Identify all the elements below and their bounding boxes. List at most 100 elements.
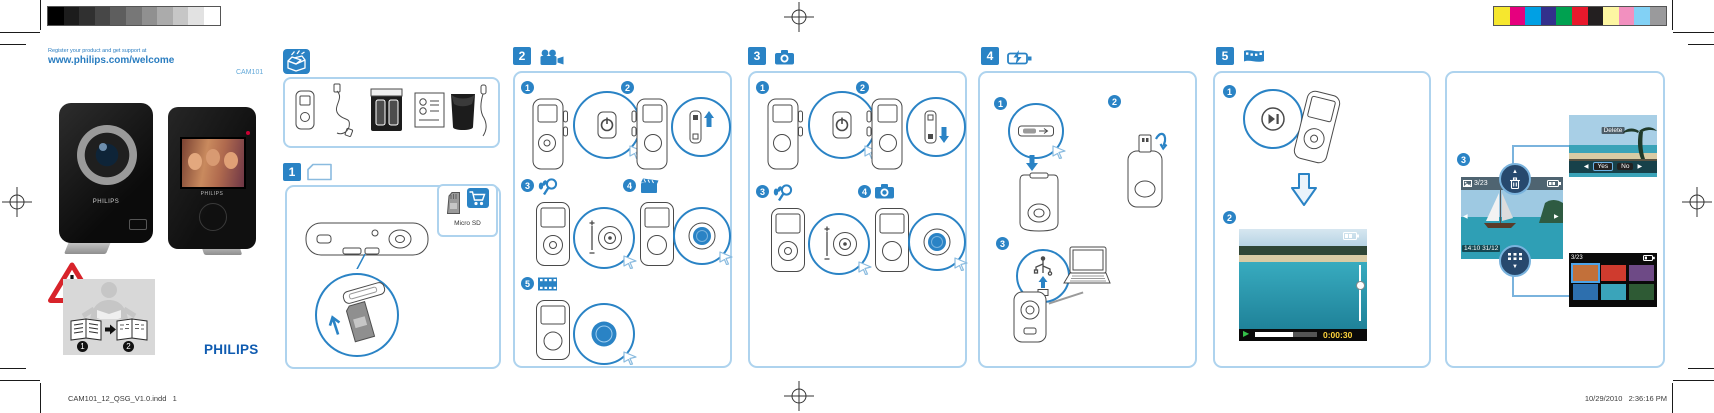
color-swatch — [172, 7, 189, 25]
buy-cart-icon — [467, 188, 489, 208]
record-button-detail — [673, 207, 733, 265]
record-video-panel: 1 2 3 4 — [513, 71, 733, 368]
trash-icon — [1510, 176, 1520, 189]
sailboat-photo — [1484, 190, 1563, 228]
support-website: www.philips.com/welcome — [48, 55, 175, 66]
filmstrip-icon — [538, 277, 557, 291]
playback-panel: 1 2 ▶ 0:00:30 — [1213, 71, 1431, 368]
color-swatch — [1571, 7, 1588, 25]
charge-connect-panel: 1 2 3 — [978, 71, 1197, 368]
box-contents-panel — [283, 77, 500, 148]
camera-back-view — [536, 202, 570, 266]
battery-icon — [1343, 232, 1359, 240]
mode-switch-detail — [906, 97, 966, 157]
color-swatch — [79, 7, 95, 25]
camera-usb-flipped — [1127, 132, 1168, 208]
microsd-insert-detail — [315, 273, 399, 357]
color-swatch — [1649, 7, 1666, 25]
substep-badge: 3 — [996, 237, 1009, 250]
color-swatch — [1629, 284, 1654, 300]
crop-mark — [1672, 0, 1673, 30]
substep-badge: 1 — [1223, 85, 1236, 98]
file-counter: 3/23 — [1474, 180, 1488, 187]
yes-button: Yes — [1592, 161, 1614, 171]
power-button-icon — [597, 111, 617, 139]
substep-badge: 3 — [521, 179, 534, 192]
mode-switch-up-icon — [689, 110, 714, 144]
thumb-counter: 3/23 — [1571, 255, 1583, 261]
grayscale-calibration-bar — [47, 6, 221, 26]
read-manual-pictogram: 1 2 — [63, 279, 155, 355]
zoom-rocker-icon — [589, 220, 622, 254]
crop-mark — [0, 44, 26, 45]
camera-side-view — [532, 98, 568, 170]
sd-card-icon — [307, 163, 332, 181]
substep-badge: 3 — [1457, 153, 1470, 166]
battery-icon — [1643, 255, 1655, 261]
next-step-arrow — [1291, 173, 1317, 206]
color-swatch — [125, 7, 142, 25]
pointer-icon — [623, 255, 637, 269]
file-timestamp: 14:10 31/12 — [1462, 245, 1501, 252]
crop-mark — [0, 380, 40, 381]
color-swatch — [1587, 7, 1604, 25]
video-playback-screen: ▶ 0:00:30 — [1239, 229, 1367, 341]
substep-badge: 3 — [756, 185, 769, 198]
grid-icon — [1508, 252, 1522, 260]
usb-latch-slider — [1018, 125, 1054, 137]
down-arrow-glyph: ▼ — [1512, 263, 1518, 270]
product-back-photo: PHILIPS — [168, 107, 256, 257]
shutter-button-icon — [923, 228, 951, 256]
color-swatch — [141, 7, 158, 25]
crop-mark — [1688, 368, 1714, 369]
color-swatch — [1573, 284, 1598, 300]
screen-photo-of-people — [180, 137, 246, 189]
color-swatch — [1603, 7, 1619, 25]
color-swatch — [63, 7, 80, 25]
battery-charge-icon — [1007, 50, 1032, 65]
color-swatch — [157, 7, 173, 25]
press-down-arrow — [1026, 155, 1038, 171]
film-flag-icon — [1244, 50, 1264, 62]
step-4-badge: 4 — [981, 47, 999, 65]
color-swatch — [94, 7, 111, 25]
camera-side-view — [767, 98, 803, 170]
media-type-icon — [1463, 180, 1472, 187]
model-number: CAM101 — [236, 69, 264, 76]
substep-badge: 2 — [856, 81, 869, 94]
next-file-arrow: ▶ — [1554, 214, 1559, 220]
camera-back-view — [771, 208, 805, 272]
color-swatch — [1601, 284, 1626, 300]
thumbnail-grid-screen: 3/23 — [1569, 253, 1657, 307]
delete-callout: ▲ — [1499, 163, 1531, 195]
color-swatch — [188, 7, 204, 25]
zoom-control-detail — [573, 207, 637, 269]
zoom-icon — [538, 178, 558, 196]
play-status-icon: ▶ — [1243, 329, 1250, 338]
insert-arrow — [328, 315, 341, 335]
pointer-icon — [719, 251, 733, 265]
color-swatch — [1509, 7, 1526, 25]
zoom-control-detail — [808, 213, 872, 275]
color-swatch — [1494, 7, 1510, 25]
stop-recording-detail — [573, 303, 637, 365]
volume-indicator — [1359, 265, 1361, 321]
microsd-card — [345, 301, 376, 343]
palm-tree-silhouette — [1623, 127, 1657, 159]
registration-mark — [784, 381, 814, 411]
crop-mark — [1672, 383, 1673, 413]
substep-badge: 4 — [623, 179, 636, 192]
crop-mark — [40, 383, 41, 413]
thumbnail-grid — [1571, 263, 1654, 300]
manual-step-1-badge: 1 — [77, 341, 88, 352]
photo-camera-icon — [775, 50, 794, 65]
color-swatch — [1525, 7, 1541, 25]
substep-badge: 1 — [756, 81, 769, 94]
camera-side-view — [631, 98, 668, 170]
color-swatch — [110, 7, 126, 25]
no-button: No — [1617, 162, 1634, 170]
camera-back-view — [536, 300, 570, 360]
battery-icon — [1547, 180, 1561, 187]
crop-mark — [1688, 44, 1714, 45]
record-button-icon — [688, 222, 716, 250]
